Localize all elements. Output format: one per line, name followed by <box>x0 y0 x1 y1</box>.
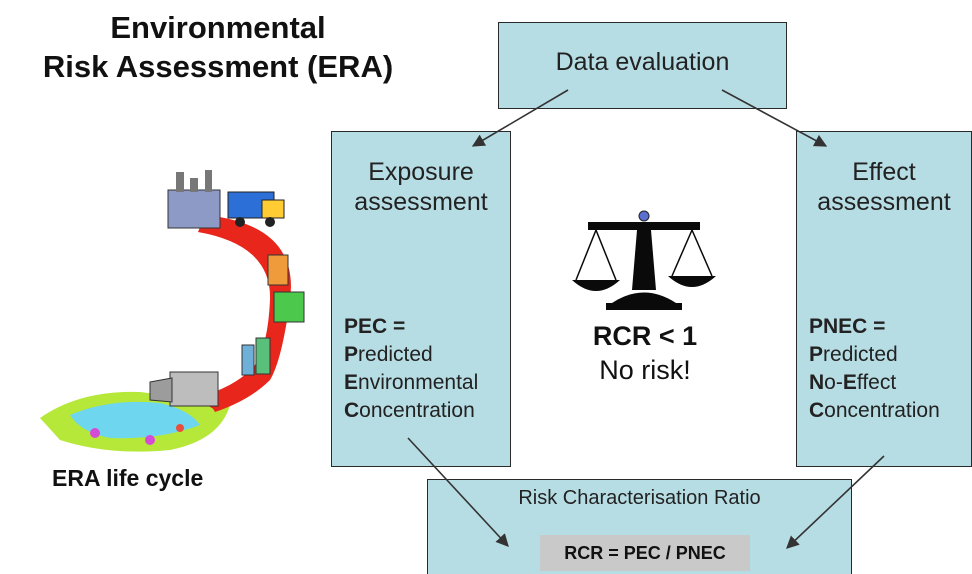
rcr-formula: RCR = PEC / PNEC <box>540 535 750 571</box>
exposure-heading-line-2: assessment <box>354 188 488 216</box>
effect-heading: Effect assessment <box>797 157 971 217</box>
lifecycle-label: ERA life cycle <box>52 465 204 491</box>
pnec-acronym: PNEC = <box>809 315 886 338</box>
exposure-heading-line-1: Exposure <box>368 158 474 186</box>
pnec-word-concentration: Concentration <box>809 399 940 422</box>
effect-heading-line-2: assessment <box>817 188 951 216</box>
title-line-2: Risk Assessment (ERA) <box>42 49 394 84</box>
data-evaluation-label: Data evaluation <box>555 48 730 76</box>
pec-acronym: PEC = <box>344 315 406 338</box>
title-line-1: Environmental <box>110 10 326 45</box>
effect-heading-line-1: Effect <box>852 158 916 186</box>
pec-word-environmental: Environmental <box>344 371 479 394</box>
pec-word-concentration: Concentration <box>344 399 475 422</box>
pec-definition: PEC = Predicted Environmental Concentrat… <box>344 313 478 425</box>
no-risk-text: No risk! <box>599 355 691 385</box>
rcr-threshold: RCR < 1 <box>592 321 698 351</box>
pnec-word-predicted: Predicted <box>809 343 898 366</box>
risk-characterisation-label: Risk Characterisation Ratio <box>518 487 761 509</box>
effect-assessment-box: Effect assessment PNEC = Predicted No-Ef… <box>796 131 972 467</box>
exposure-heading: Exposure assessment <box>332 157 510 217</box>
exposure-assessment-box: Exposure assessment PEC = Predicted Envi… <box>331 131 511 467</box>
risk-characterisation-box: Risk Characterisation Ratio RCR = PEC / … <box>427 479 852 574</box>
pec-word-predicted: Predicted <box>344 343 433 366</box>
pnec-definition: PNEC = Predicted No-Effect Concentration <box>809 313 940 425</box>
page-title: Environmental Risk Assessment (ERA) <box>18 8 418 86</box>
pnec-word-no-effect: No-Effect <box>809 371 897 394</box>
data-evaluation-box: Data evaluation <box>498 22 787 109</box>
